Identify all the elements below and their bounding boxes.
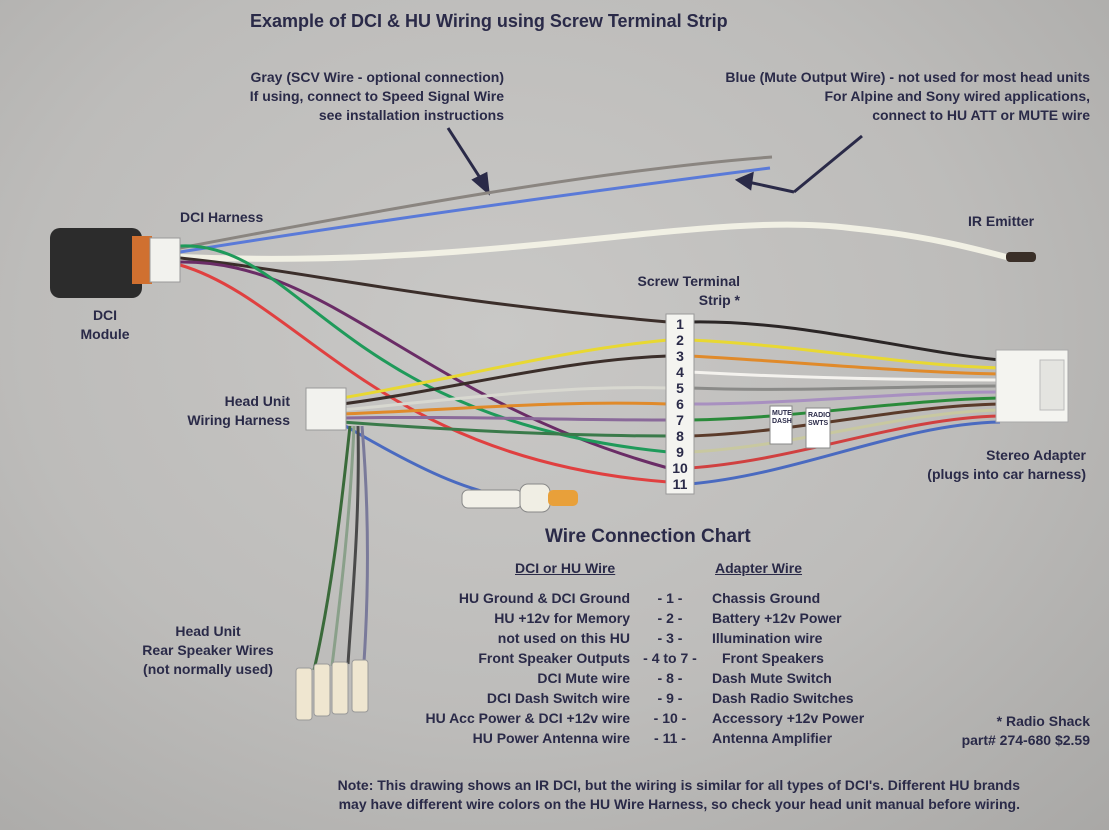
page-title: Example of DCI & HU Wiring using Screw T…: [250, 11, 728, 31]
head-unit-connector: [305, 387, 347, 431]
head-unit-harness-label: Head Unit Wiring Harness: [150, 392, 290, 430]
terminal-number: 10: [672, 460, 688, 476]
terminal-number: 7: [676, 412, 684, 428]
chart-cell-adapter: Battery +12v Power: [712, 610, 842, 626]
chart-cell-adapter: Dash Radio Switches: [712, 690, 854, 706]
terminal-number: 4: [676, 364, 684, 380]
dci-wires: [179, 155, 1011, 484]
label-line: Gray (SCV Wire - optional connection): [250, 69, 504, 85]
note-line: may have different wire colors on the HU…: [338, 796, 1020, 812]
chart-cell-num: - 8 -: [657, 670, 683, 686]
head-unit-wires: [312, 338, 669, 671]
chart-cell-adapter: Dash Mute Switch: [712, 670, 832, 686]
terminal-number: 1: [676, 316, 684, 332]
blue-wire-label: Blue (Mute Output Wire) - not used for m…: [620, 68, 1090, 125]
label-line: Strip *: [698, 292, 740, 308]
chart-title: Wire Connection Chart: [545, 526, 751, 547]
screw-terminal-label: Screw Terminal Strip *: [590, 272, 740, 310]
chart-cell-num: - 4 to 7 -: [643, 650, 697, 666]
note-line: Note: This drawing shows an IR DCI, but …: [337, 777, 1020, 793]
dci-module-label: DCI Module: [60, 306, 150, 344]
footnote: Note: This drawing shows an IR DCI, but …: [100, 776, 1020, 814]
terminal-number: 11: [672, 476, 688, 492]
radio-switch-tag: RADIO SWTS: [808, 412, 831, 427]
chart-cell-adapter: Chassis Ground: [712, 590, 821, 606]
chart-cell-hu: HU +12v for Memory: [494, 610, 630, 626]
chart-cell-adapter: Front Speakers: [722, 650, 824, 666]
label-line: (not normally used): [143, 661, 273, 677]
inline-fuse: [461, 483, 578, 513]
label-line: Rear Speaker Wires: [142, 642, 274, 658]
chart-cell-num: - 11 -: [654, 730, 686, 746]
label-line: If using, connect to Speed Signal Wire: [249, 88, 504, 104]
chart-cell-adapter: Illumination wire: [712, 630, 823, 646]
rear-speaker-connectors: [295, 659, 369, 721]
terminal-number: 6: [676, 396, 684, 412]
terminal-number: 8: [676, 428, 684, 444]
chart-cell-hu: DCI Dash Switch wire: [486, 690, 630, 706]
wire-tags: [769, 405, 831, 449]
ir-emitter-tip: [1006, 252, 1036, 262]
dci-module: [50, 228, 181, 298]
chart-cell-num: - 10 -: [653, 710, 687, 726]
chart-cell-hu: Front Speaker Outputs: [478, 650, 630, 666]
chart-cell-adapter: Antenna Amplifier: [712, 730, 833, 746]
gray-wire-label: Gray (SCV Wire - optional connection) If…: [140, 68, 504, 125]
label-line: * Radio Shack: [996, 713, 1090, 729]
column-header-adapter: Adapter Wire: [715, 560, 803, 576]
terminal-number: 3: [676, 348, 684, 364]
chart-cell-num: - 9 -: [657, 690, 683, 706]
stereo-adapter-plug: [995, 349, 1069, 423]
label-line: part# 274-680 $2.59: [961, 732, 1090, 748]
stereo-adapter-label: Stereo Adapter (plugs into car harness): [870, 446, 1086, 484]
terminal-number: 5: [676, 380, 684, 396]
column-header-dci: DCI or HU Wire: [515, 560, 616, 576]
label-line: Wiring Harness: [187, 412, 290, 428]
gray-wire-arrow: [446, 127, 490, 196]
label-line: Head Unit: [175, 623, 241, 639]
screw-terminal-strip: [665, 313, 695, 495]
mute-dash-tag: MUTE DASH: [772, 410, 792, 425]
dci-harness-label: DCI Harness: [180, 209, 264, 225]
label-line: Stereo Adapter: [986, 447, 1086, 463]
chart-cell-hu: HU Power Antenna wire: [472, 730, 630, 746]
radio-shack-note: * Radio Shack part# 274-680 $2.59: [900, 712, 1090, 750]
rear-speaker-label: Head Unit Rear Speaker Wires (not normal…: [128, 622, 288, 679]
label-line: DCI: [92, 307, 118, 323]
label-line: Module: [80, 326, 130, 342]
label-line: connect to HU ATT or MUTE wire: [872, 107, 1090, 123]
ir-emitter-label: IR Emitter: [968, 213, 1035, 229]
chart-cell-num: - 3 -: [657, 630, 683, 646]
chart-cell-hu: HU Acc Power & DCI +12v wire: [425, 710, 630, 726]
chart-cell-num: - 2 -: [657, 610, 683, 626]
label-line: Head Unit: [224, 393, 290, 409]
label-line: Blue (Mute Output Wire) - not used for m…: [725, 69, 1090, 85]
chart-cell-num: - 1 -: [657, 590, 683, 606]
adapter-wires: [689, 320, 1001, 486]
label-line: Screw Terminal: [637, 273, 740, 289]
chart-cell-hu: not used on this HU: [497, 630, 630, 646]
chart-cell-hu: DCI Mute wire: [537, 670, 630, 686]
terminal-number: 2: [676, 332, 684, 348]
label-line: see installation instructions: [318, 107, 504, 123]
blue-wire-arrow: [734, 134, 863, 194]
label-line: For Alpine and Sony wired applications,: [824, 88, 1090, 104]
chart-cell-adapter: Accessory +12v Power: [712, 710, 865, 726]
label-line: (plugs into car harness): [927, 466, 1086, 482]
terminal-number: 9: [676, 444, 684, 460]
chart-cell-hu: HU Ground & DCI Ground: [458, 590, 630, 606]
